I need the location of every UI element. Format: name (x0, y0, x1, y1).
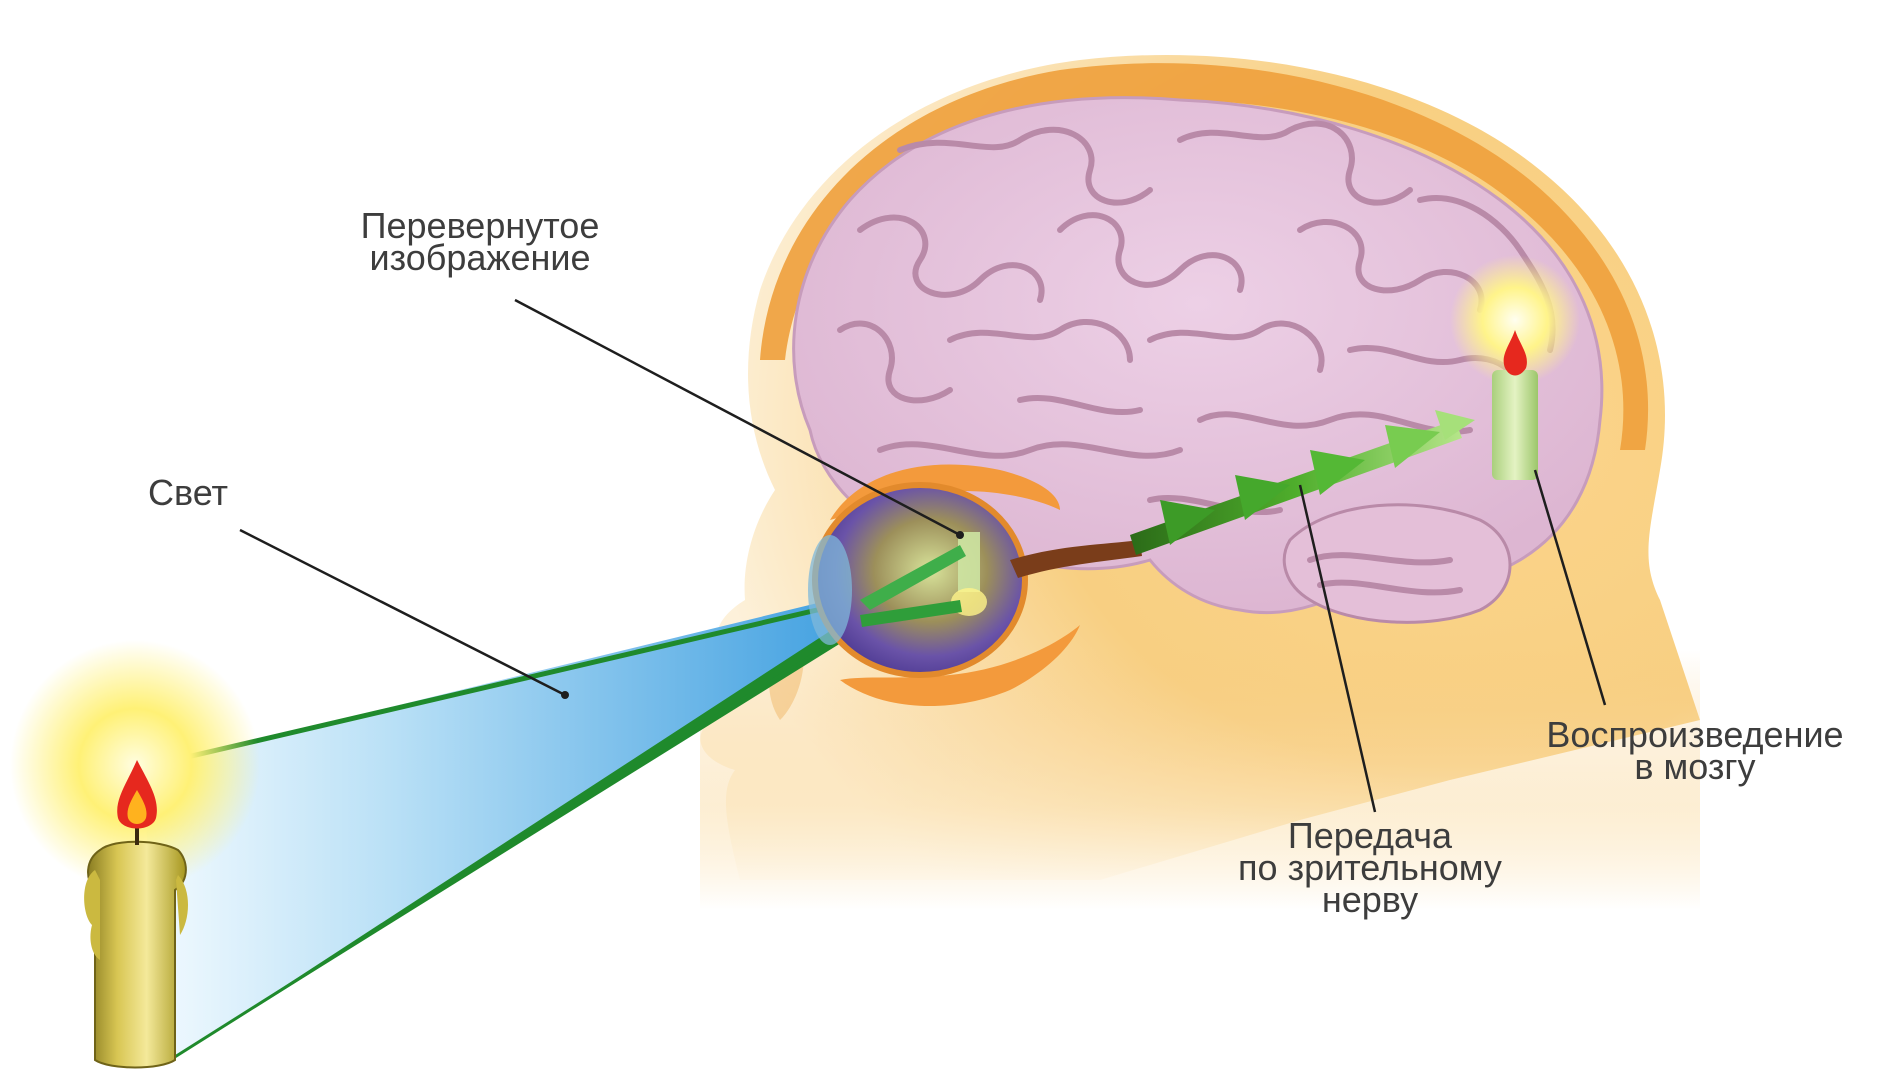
label-optic-nerve: Передача по зрительному нерву (1170, 820, 1570, 916)
candle-body (88, 842, 186, 1068)
label-inverted-image-line2: изображение (290, 242, 670, 274)
pointer-light (240, 530, 565, 695)
label-light: Свет (128, 477, 248, 509)
label-light-text: Свет (128, 477, 248, 509)
brain-candle-body (1492, 370, 1538, 480)
label-optic-nerve-line3: нерву (1170, 884, 1570, 916)
cornea (808, 535, 852, 645)
label-inverted-image: Перевернутое изображение (290, 210, 670, 274)
label-brain-line2: в мозгу (1495, 751, 1883, 783)
pointer-dot-inverted (956, 531, 964, 539)
pointer-dot-light (561, 691, 569, 699)
label-brain-reproduction: Воспроизведение в мозгу (1495, 719, 1883, 783)
